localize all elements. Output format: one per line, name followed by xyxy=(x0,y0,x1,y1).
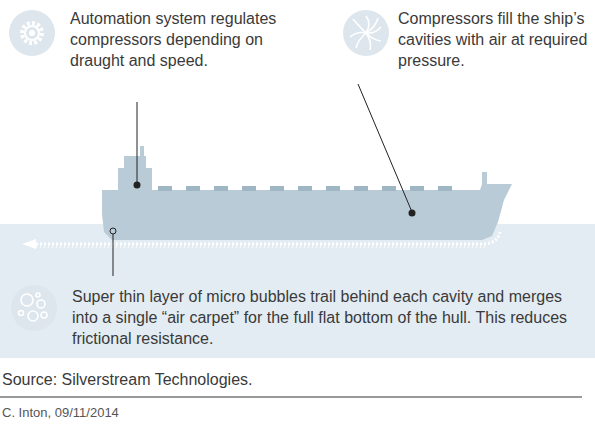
callout-text: Super thin layer of micro bubbles trail … xyxy=(72,286,587,349)
credit-note: C. Inton, 09/11/2014 xyxy=(2,404,302,421)
bubbles-icon xyxy=(11,285,57,331)
air-carpet xyxy=(36,246,488,248)
ship xyxy=(102,146,512,240)
gear-icon xyxy=(9,10,55,56)
callout-text: Compressors fill the ship’s cavities wit… xyxy=(398,8,590,71)
leader-dot xyxy=(110,228,116,234)
deck-hatches xyxy=(158,186,452,191)
leader-line xyxy=(113,234,114,276)
leader-line xyxy=(358,84,412,212)
leader-dot xyxy=(409,210,416,217)
air-carpet xyxy=(36,232,500,244)
leader-line xyxy=(137,102,138,184)
arrowhead xyxy=(22,239,36,249)
callout-text: Automation system regulates compressors … xyxy=(70,8,295,71)
source-note: Source: Silverstream Technologies. xyxy=(2,369,562,390)
water xyxy=(0,224,595,358)
rule xyxy=(0,397,582,398)
compressor-icon xyxy=(343,10,389,56)
leader-dot xyxy=(134,182,141,189)
